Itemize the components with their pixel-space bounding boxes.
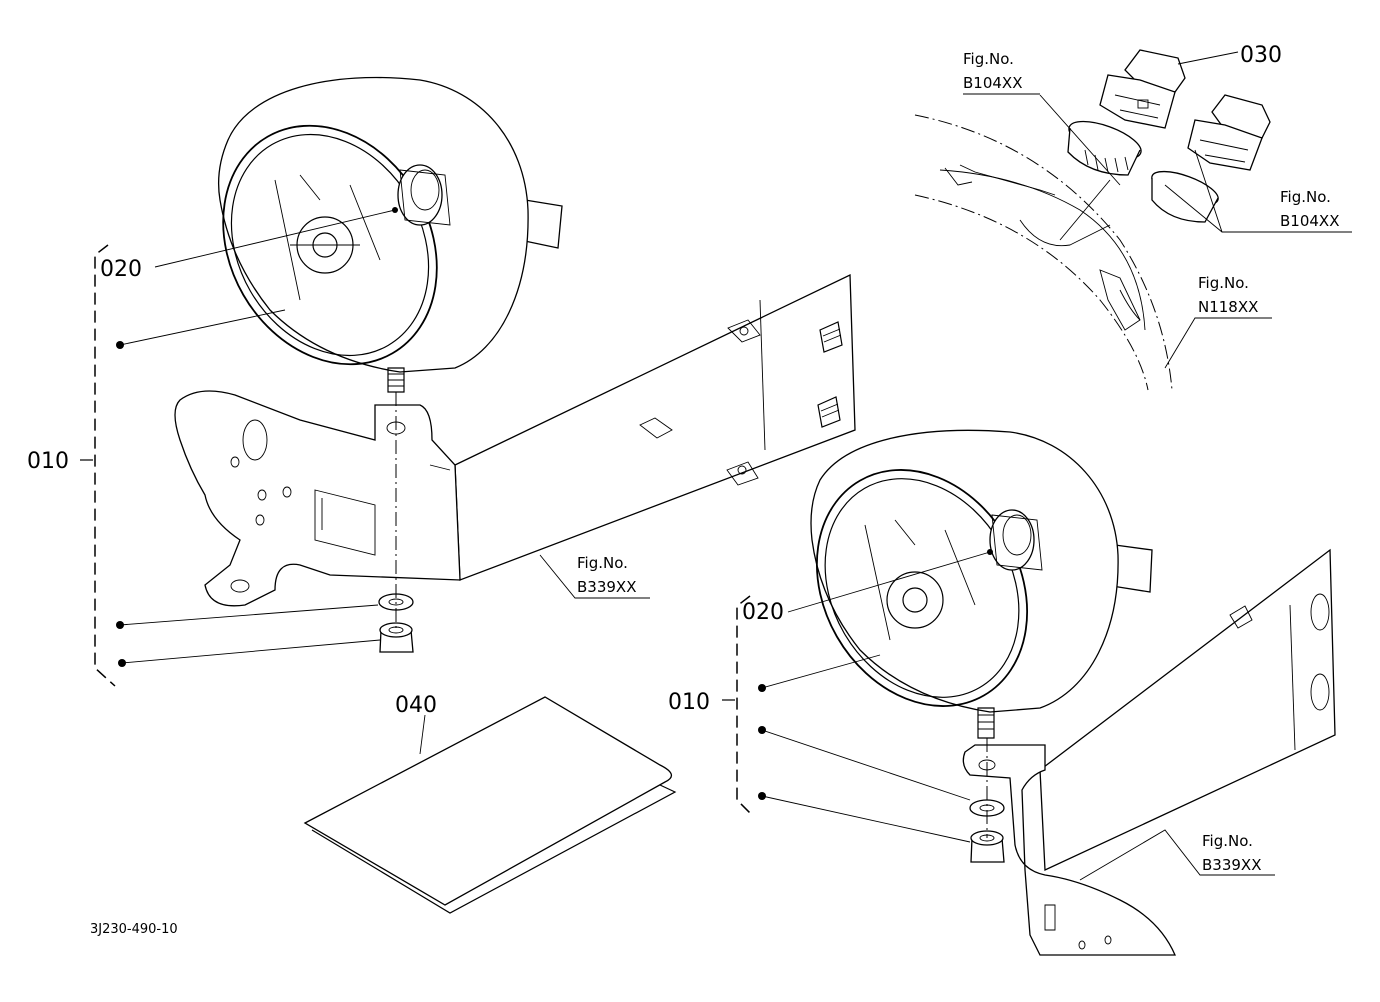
switch-detail (914, 49, 1352, 391)
fig-ref-n118-line2: N118XX (1198, 298, 1258, 316)
left-assembly-bracket-010 (94, 244, 116, 687)
drawing-code: 3J230-490-10 (90, 922, 178, 937)
figure-references: Fig.No. B104XX Fig.No. B104XX Fig.No. N1… (577, 50, 1339, 874)
instruction-sheet-040 (303, 696, 677, 914)
fig-ref-b104-top: Fig.No. B104XX (963, 50, 1040, 95)
fig-ref-b104-top-line2: B104XX (963, 74, 1022, 92)
fig-ref-b339-right-line1: Fig.No. (1202, 832, 1253, 850)
right-headlamp-assembly (722, 429, 1336, 956)
fig-ref-b104-right-line2: B104XX (1280, 212, 1339, 230)
label-030: 030 (1240, 43, 1282, 68)
panel-section (914, 114, 1173, 391)
switch-bezel-right (1151, 170, 1219, 223)
label-010-left: 010 (27, 449, 69, 474)
switch-030 (1099, 49, 1186, 129)
fig-ref-b104-top-line1: Fig.No. (963, 50, 1014, 68)
fig-ref-b339-left-line2: B339XX (577, 578, 636, 596)
label-010-right: 010 (668, 690, 710, 715)
left-lamp-socket (397, 164, 451, 226)
switch-second (1187, 94, 1271, 171)
label-040: 040 (395, 693, 437, 718)
left-nut (379, 622, 414, 653)
fig-ref-b339-left: Fig.No. B339XX (577, 554, 636, 596)
right-headlamp (810, 429, 1153, 739)
fig-ref-n118: Fig.No. N118XX (1198, 274, 1258, 316)
fig-ref-b339-left-line1: Fig.No. (577, 554, 628, 572)
switch-bezel-left (1067, 120, 1142, 176)
left-bracket-bolts (817, 321, 843, 428)
right-assembly-bracket-010 (736, 595, 753, 816)
fig-ref-n118-line1: Fig.No. (1198, 274, 1249, 292)
label-020-left: 020 (100, 257, 142, 282)
fig-ref-b104-right-line1: Fig.No. (1280, 188, 1331, 206)
label-020-right: 020 (742, 600, 784, 625)
fig-ref-b104-right: Fig.No. B104XX (1280, 188, 1339, 230)
right-lamp-socket (989, 509, 1043, 571)
left-lamp-bracket (174, 273, 856, 607)
left-headlamp-assembly (80, 76, 856, 687)
left-headlamp (217, 76, 563, 393)
fig-ref-b339-right-line2: B339XX (1202, 856, 1261, 874)
fig-ref-b339-right: Fig.No. B339XX (1202, 832, 1261, 874)
callout-labels: 010 020 010 020 030 040 (27, 43, 1282, 718)
